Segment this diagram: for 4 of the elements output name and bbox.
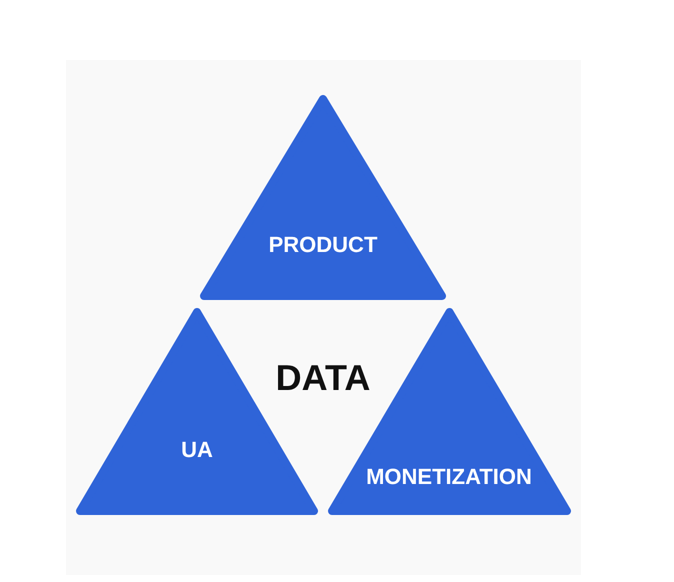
triangle-label: PRODUCT [268,232,378,258]
triangle-label: UA [181,437,213,463]
triangle-label: MONETIZATION [366,464,532,490]
center-label: DATA [276,357,370,399]
